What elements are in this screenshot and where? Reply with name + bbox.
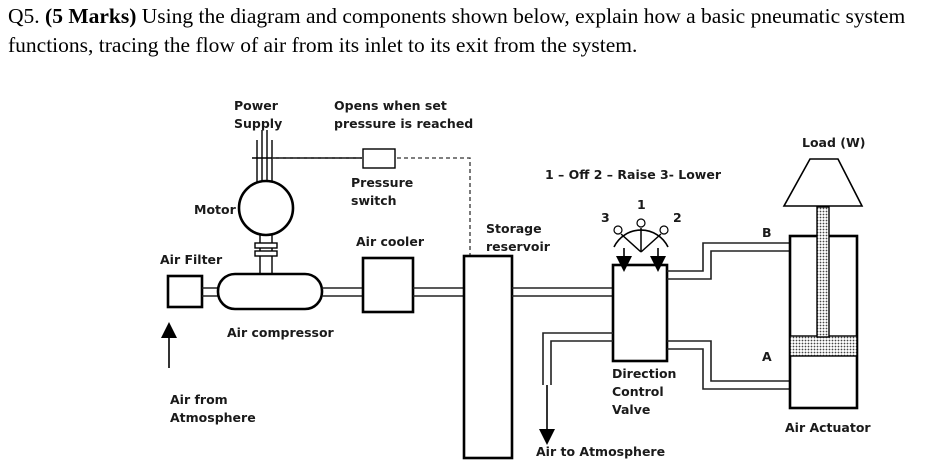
label-pos-1: 1 — [637, 197, 646, 212]
label-control: Control — [612, 384, 664, 399]
label-power-supply: Power — [234, 98, 279, 113]
label-motor: Motor — [194, 202, 237, 217]
label-air-to-atmosphere: Air to Atmosphere — [536, 444, 665, 459]
pipe-exhaust — [542, 332, 613, 385]
label-air-filter: Air Filter — [160, 252, 223, 267]
question-marks: (5 Marks) — [45, 4, 137, 28]
load — [782, 158, 864, 207]
motor-coupling — [254, 235, 278, 275]
question-body: Using the diagram and components shown b… — [8, 4, 906, 57]
pipe-port-b — [667, 242, 790, 280]
label-valve: Valve — [612, 402, 650, 417]
pipe-storage-valve — [512, 287, 613, 297]
label-port-a: A — [762, 349, 772, 364]
label-air-from: Air from — [170, 392, 228, 407]
label-atmosphere: Atmosphere — [170, 410, 256, 425]
air-cooler — [361, 256, 415, 314]
valve-selector — [613, 218, 669, 272]
label-port-b: B — [762, 225, 772, 240]
pressure-signal-line — [272, 157, 471, 255]
label-air-compressor: Air compressor — [227, 325, 335, 340]
label-load: Load (W) — [802, 135, 866, 150]
label-switch: switch — [351, 193, 397, 208]
label-opens-when-set: Opens when set — [334, 98, 447, 113]
question-text: Q5. (5 Marks) Using the diagram and comp… — [8, 2, 948, 60]
pipe-cooler-storage — [413, 287, 464, 297]
label-pos-3: 3 — [601, 210, 610, 225]
label-power-supply-2: Supply — [234, 116, 282, 131]
label-storage: Storage — [486, 221, 542, 236]
label-direction: Direction — [612, 366, 676, 381]
piston-rod — [816, 206, 830, 338]
storage-reservoir — [462, 254, 514, 460]
question-number: Q5. — [8, 4, 40, 28]
motor — [237, 179, 295, 237]
label-air-actuator: Air Actuator — [785, 420, 871, 435]
label-air-cooler: Air cooler — [356, 234, 425, 249]
actuator-piston — [789, 335, 858, 357]
direction-control-valve — [611, 263, 669, 363]
pressure-switch — [362, 148, 396, 169]
label-reservoir: reservoir — [486, 239, 551, 254]
label-pressure-switch: Pressure — [351, 175, 413, 190]
label-pos-2: 2 — [673, 210, 682, 225]
air-compressor — [216, 272, 324, 311]
air-filter — [166, 274, 204, 309]
pipe-compressor-cooler — [322, 287, 363, 297]
pipe-port-a — [667, 340, 790, 390]
label-valve-positions: 1 – Off 2 – Raise 3- Lower — [545, 167, 722, 182]
label-pressure-reached: pressure is reached — [334, 116, 473, 131]
diagram-labels: Power Supply Opens when set pressure is … — [160, 98, 871, 459]
